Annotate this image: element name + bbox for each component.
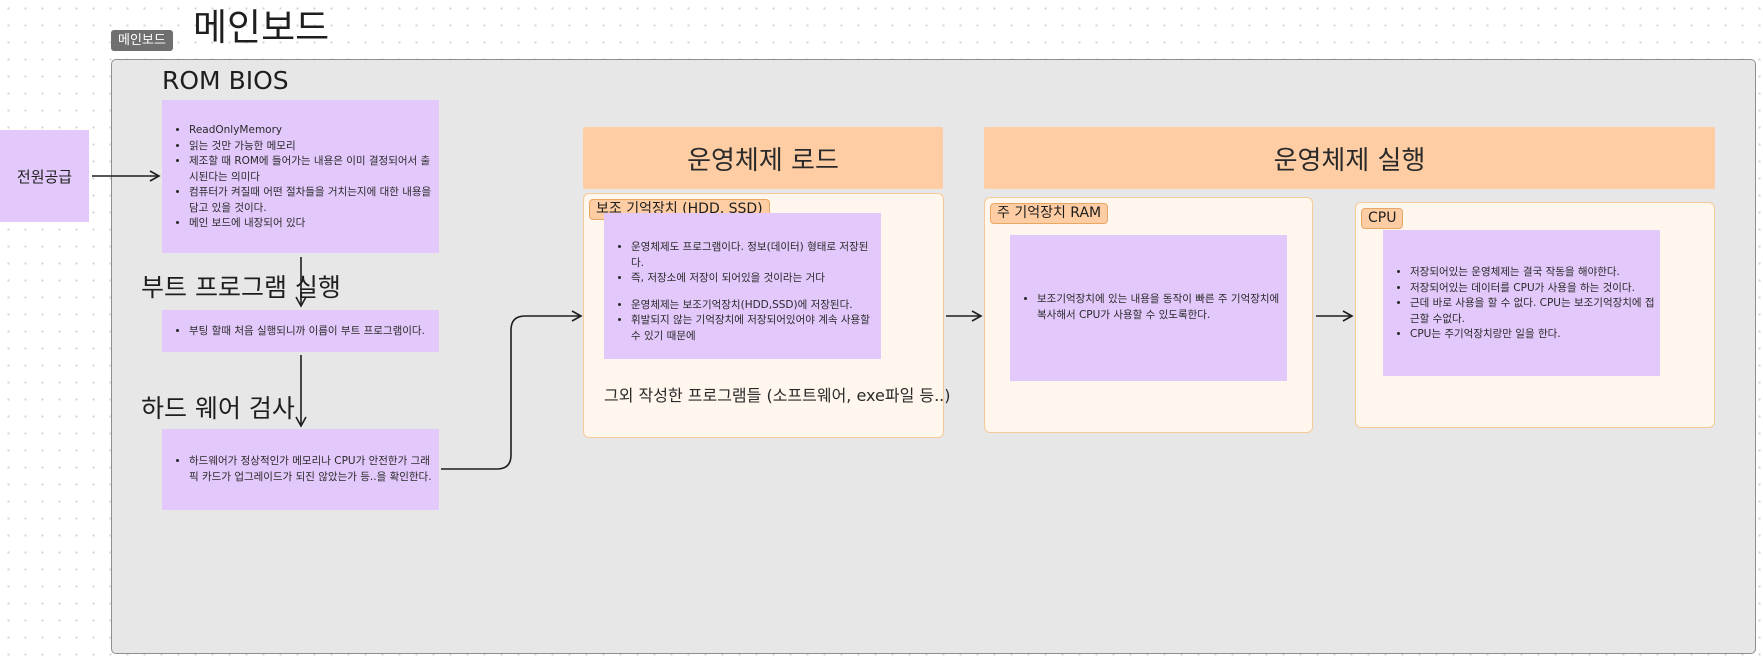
list-item: 제조할 때 ROM에 들어가는 내용은 이미 결정되어서 출시된다는 의미다 (189, 154, 439, 185)
os-load-header-label: 운영체제 로드 (687, 145, 839, 176)
cpu-tag[interactable]: CPU (1361, 208, 1404, 229)
list-item: 부팅 할때 처음 실행되니까 이름이 부트 프로그램이다. (189, 324, 439, 340)
rom-bios-note[interactable]: ReadOnlyMemory 읽는 것만 가능한 메모리 제조할 때 ROM에 … (162, 100, 439, 253)
list-item: 운영체제도 프로그램이다. 정보(데이터) 형태로 저장된다. (631, 240, 881, 271)
list-item: 근데 바로 사용을 할 수 없다. CPU는 보조기억장치에 접근할 수없다. (1410, 296, 1660, 327)
section-title: 메인보드 (193, 6, 330, 49)
boot-program-label: 부트 프로그램 실행 (141, 273, 341, 302)
hardware-check-note[interactable]: 하드웨어가 정상적인가 메모리나 CPU가 안전한가 그래픽 카드가 업그레이드… (162, 429, 439, 510)
list-item: 휘발되지 않는 기억장치에 저장되어있어야 계속 사용할 수 있기 때문에 (631, 313, 881, 344)
list-item: 메인 보드에 내장되어 있다 (189, 216, 439, 232)
list-item: ReadOnlyMemory (189, 123, 439, 139)
section-badge[interactable]: 메인보드 (111, 30, 173, 51)
list-item: 즉, 저장소에 저장이 되어있을 것이라는 거다 (631, 271, 881, 287)
rom-bios-title: ROM BIOS (162, 66, 289, 95)
list-item: 저장되어있는 데이터를 CPU가 사용을 하는 것이다. (1410, 281, 1660, 297)
cpu-note[interactable]: 저장되어있는 운영체제는 결국 작동을 해야한다. 저장되어있는 데이터를 CP… (1383, 230, 1660, 376)
list-item: 읽는 것만 가능한 메모리 (189, 139, 439, 155)
list-item: 하드웨어가 정상적인가 메모리나 CPU가 안전한가 그래픽 카드가 업그레이드… (189, 454, 439, 485)
list-item: 컴퓨터가 켜질때 어떤 절차들을 거치는지에 대한 내용을 담고 있을 것이다. (189, 185, 439, 216)
list-item: CPU는 주기억장치랑만 일을 한다. (1410, 327, 1660, 343)
ram-note[interactable]: 보조기억장치에 있는 내용을 동작이 빠른 주 기억장치에 복사해서 CPU가 … (1010, 235, 1287, 381)
os-run-header[interactable]: 운영체제 실행 (984, 127, 1715, 189)
storage-note[interactable]: 운영체제도 프로그램이다. 정보(데이터) 형태로 저장된다. 즉, 저장소에 … (604, 213, 881, 359)
list-item: 운영체제는 보조기억장치(HDD,SSD)에 저장된다. (631, 298, 881, 314)
ram-tag[interactable]: 주 기억장치 RAM (990, 203, 1109, 224)
list-item: 저장되어있는 운영체제는 결국 작동을 해야한다. (1410, 265, 1660, 281)
os-load-header[interactable]: 운영체제 로드 (583, 127, 943, 189)
power-supply-label: 전원공급 (16, 167, 73, 186)
os-run-header-label: 운영체제 실행 (1273, 145, 1426, 176)
other-programs-text[interactable]: 그외 작성한 프로그램들 (소프트웨어, exe파일 등..) (604, 386, 951, 405)
power-supply-note[interactable]: 전원공급 (0, 130, 89, 222)
list-item: 보조기억장치에 있는 내용을 동작이 빠른 주 기억장치에 복사해서 CPU가 … (1037, 292, 1287, 323)
boot-program-note[interactable]: 부팅 할때 처음 실행되니까 이름이 부트 프로그램이다. (162, 310, 439, 352)
hardware-check-label: 하드 웨어 검사 (141, 394, 295, 423)
